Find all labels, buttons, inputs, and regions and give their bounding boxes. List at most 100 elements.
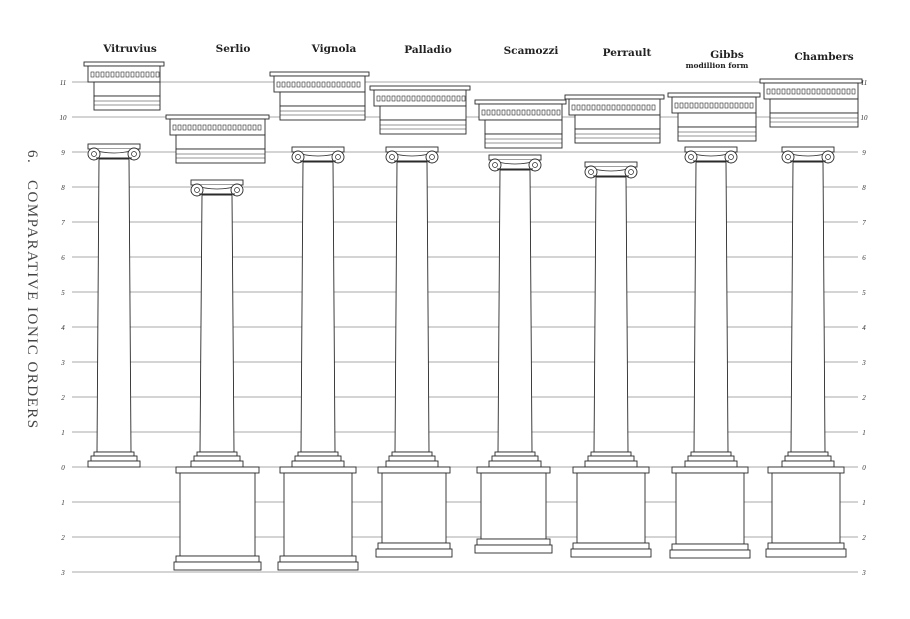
dentil <box>306 81 311 88</box>
cornice-corona <box>269 71 370 77</box>
dentil <box>177 124 182 131</box>
base-fillet <box>494 451 536 457</box>
dentil <box>252 124 257 131</box>
shaft <box>96 158 132 453</box>
dentil <box>217 124 222 131</box>
volute-eye <box>234 187 240 193</box>
dentil <box>591 104 596 111</box>
dentil <box>431 95 436 102</box>
dentil <box>115 71 120 78</box>
scale-tick-left: 1 <box>61 499 65 507</box>
scale-tick-right: 4 <box>862 324 866 332</box>
pedestal-die <box>675 472 745 545</box>
volute <box>230 183 244 197</box>
cornice-corona <box>165 114 270 120</box>
plate-title: 6. COMPARATIVE IONIC ORDERS <box>20 150 40 490</box>
base-torus <box>294 455 342 462</box>
dentil <box>729 102 734 109</box>
scale-tick-left: 11 <box>60 79 66 87</box>
dentil <box>526 109 531 116</box>
order-label: Palladio <box>404 44 452 56</box>
dentil <box>155 71 160 78</box>
dentil <box>766 88 771 95</box>
architrave <box>93 95 161 111</box>
volute-eye <box>91 151 97 157</box>
dentil <box>396 95 401 102</box>
architrave <box>279 105 366 121</box>
dentil <box>242 124 247 131</box>
dentil <box>187 124 192 131</box>
dentil <box>646 104 651 111</box>
order-label: Chambers <box>794 51 853 63</box>
dentil <box>841 88 846 95</box>
scale-tick-right: 0 <box>862 464 866 472</box>
volute-eye <box>429 154 435 160</box>
dentil <box>120 71 125 78</box>
dentil <box>694 102 699 109</box>
dentil <box>521 109 526 116</box>
dentil <box>257 124 262 131</box>
base-torus <box>388 455 436 462</box>
dentil <box>811 88 816 95</box>
pedestal-plinth <box>173 561 262 571</box>
dentil <box>145 71 150 78</box>
dentil <box>197 124 202 131</box>
volute <box>190 183 204 197</box>
scale-tick-right: 3 <box>861 569 866 577</box>
volute-eye <box>335 154 341 160</box>
dentil <box>401 95 406 102</box>
volute <box>331 150 345 164</box>
dentil <box>276 81 281 88</box>
volute <box>821 150 835 164</box>
pedestal-plinth <box>669 549 751 559</box>
dentil <box>641 104 646 111</box>
dentil <box>749 102 754 109</box>
dentil <box>714 102 719 109</box>
order-sublabel: modillion form <box>686 61 749 70</box>
dentil <box>576 104 581 111</box>
shaft <box>790 161 826 453</box>
order-label: Serlio <box>216 43 251 55</box>
volute <box>291 150 305 164</box>
base-fillet <box>297 451 339 457</box>
dentil <box>786 88 791 95</box>
dentil <box>791 88 796 95</box>
base-torus <box>193 455 241 462</box>
scale-tick-left: 6 <box>61 254 65 262</box>
volute <box>528 158 542 172</box>
dentil <box>556 109 561 116</box>
dentil <box>486 109 491 116</box>
architrave <box>677 126 757 142</box>
base-fillet <box>590 451 632 457</box>
dentil <box>816 88 821 95</box>
base-torus <box>90 455 138 462</box>
dentil <box>821 88 826 95</box>
pedestal-base-moulding <box>671 543 749 551</box>
volute-eye <box>628 169 634 175</box>
dentil <box>381 95 386 102</box>
dentil <box>596 104 601 111</box>
cornice <box>671 96 757 114</box>
scale-tick-right: 9 <box>862 149 866 157</box>
order-label: Scamozzi <box>504 45 559 57</box>
dentil <box>406 95 411 102</box>
pedestal-die <box>480 472 547 540</box>
dentil <box>222 124 227 131</box>
shaft <box>593 176 629 453</box>
dentil <box>247 124 252 131</box>
order-gibbs <box>667 92 761 559</box>
pedestal-cap <box>671 466 749 474</box>
shaft <box>497 169 533 453</box>
pedestal-base-moulding <box>572 542 650 550</box>
dentil <box>496 109 501 116</box>
dentil <box>341 81 346 88</box>
plinth <box>190 460 244 468</box>
pedestal-base-moulding <box>175 555 260 563</box>
dentil <box>281 81 286 88</box>
scale-tick-right: 3 <box>861 359 866 367</box>
scale-tick-right: 8 <box>862 184 866 192</box>
dentil <box>135 71 140 78</box>
volute <box>87 147 101 161</box>
dentil <box>207 124 212 131</box>
pedestal-die <box>576 472 646 544</box>
